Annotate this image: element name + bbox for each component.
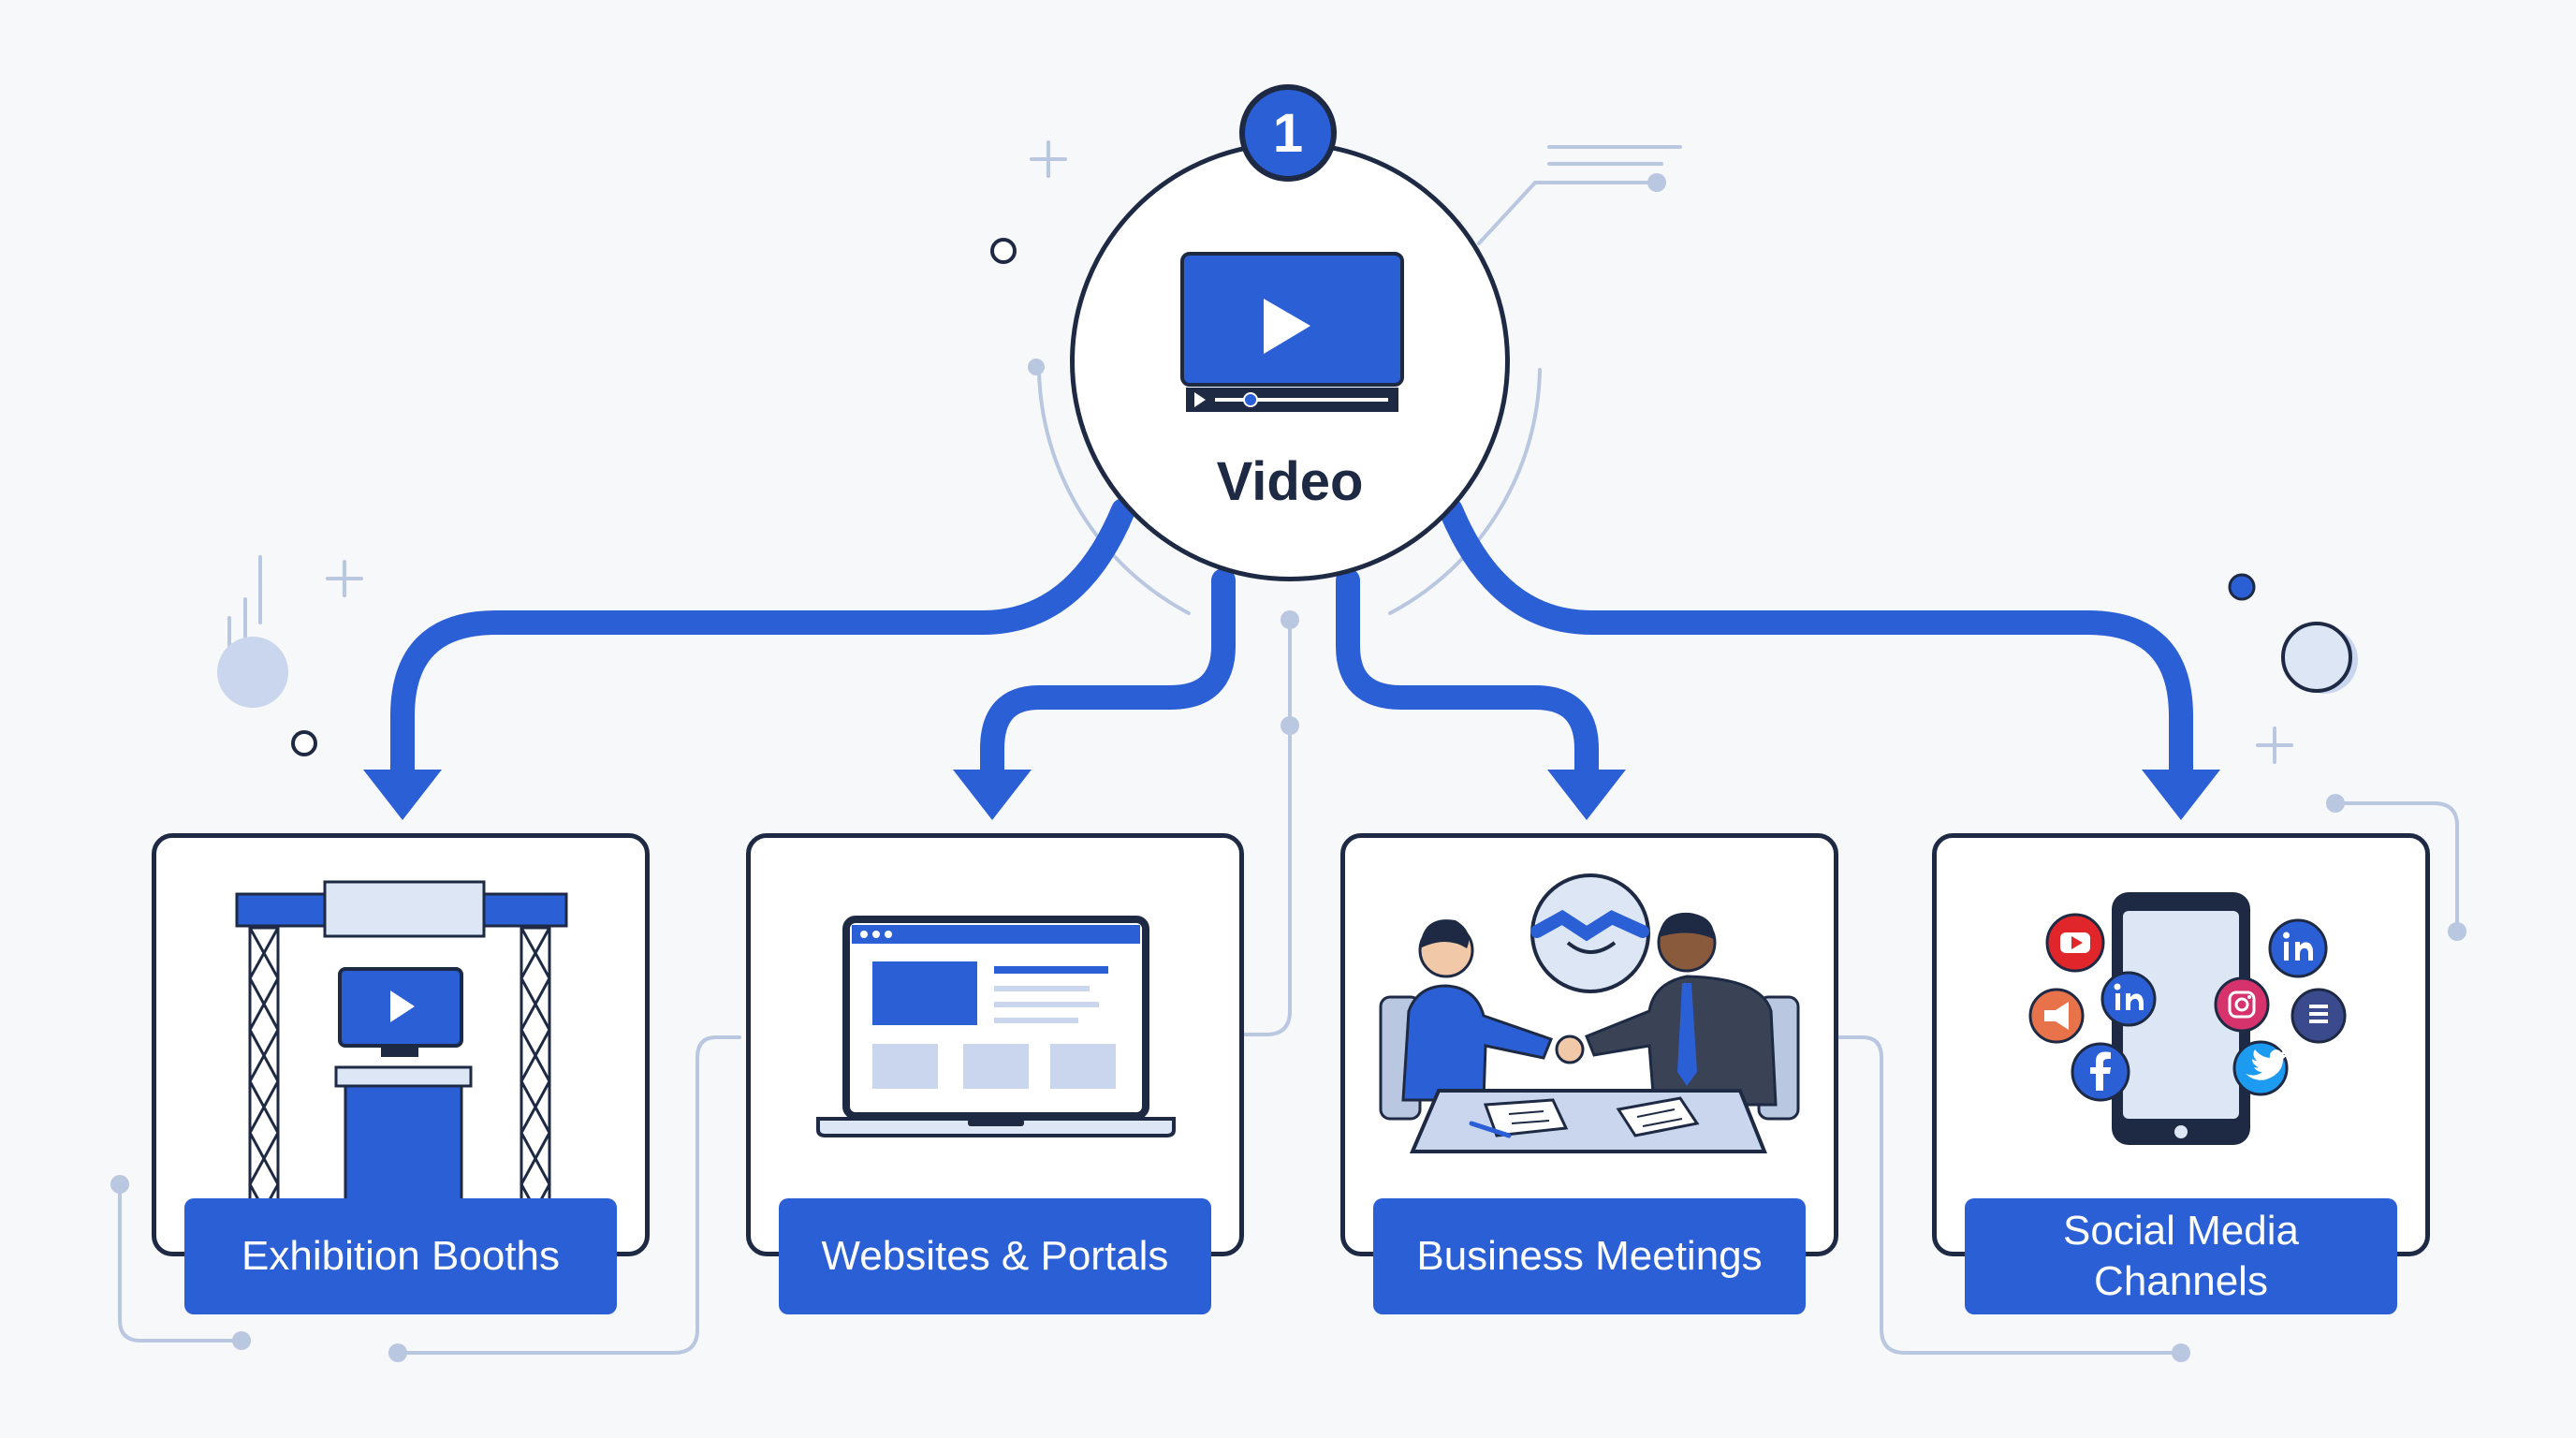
decorative-lines	[118, 140, 2459, 1355]
megaphone-icon	[2028, 988, 2085, 1044]
smartphone-social-icon	[2028, 892, 2347, 1145]
youtube-icon	[2045, 913, 2105, 973]
decorative-dots	[110, 173, 2466, 1362]
linkedin-icon	[2100, 971, 2157, 1027]
facebook-icon	[2071, 1042, 2130, 1102]
slack-icon	[2291, 988, 2347, 1044]
arrow-heads	[363, 770, 2220, 820]
exhibition-booth-icon	[222, 880, 579, 1242]
instagram-icon	[2214, 976, 2270, 1033]
channel-card-social-media-channels: Social Media Channels	[1932, 833, 2430, 1314]
step-badge: 1	[1239, 84, 1337, 182]
twitter-icon	[2232, 1040, 2289, 1096]
channel-label-exhibition-booths: Exhibition Booths	[184, 1198, 617, 1314]
channel-label-social-media-channels: Social Media Channels	[1965, 1198, 2397, 1314]
center-title: Video	[1216, 451, 1364, 512]
connector-arrows	[390, 498, 2193, 789]
laptop-website-icon	[816, 916, 1176, 1137]
business-handshake-icon	[1379, 873, 1800, 1153]
channel-label-business-meetings: Business Meetings	[1373, 1198, 1806, 1314]
linkedin-icon	[2268, 918, 2328, 978]
channel-card-exhibition-booths: Exhibition Booths	[152, 833, 650, 1314]
channel-label-websites-portals: Websites & Portals	[779, 1198, 1211, 1314]
channel-card-websites-portals: Websites & Portals	[746, 833, 1244, 1314]
channel-card-business-meetings: Business Meetings	[1340, 833, 1838, 1314]
center-node: Video	[1070, 141, 1510, 581]
video-player-icon	[1180, 252, 1404, 412]
